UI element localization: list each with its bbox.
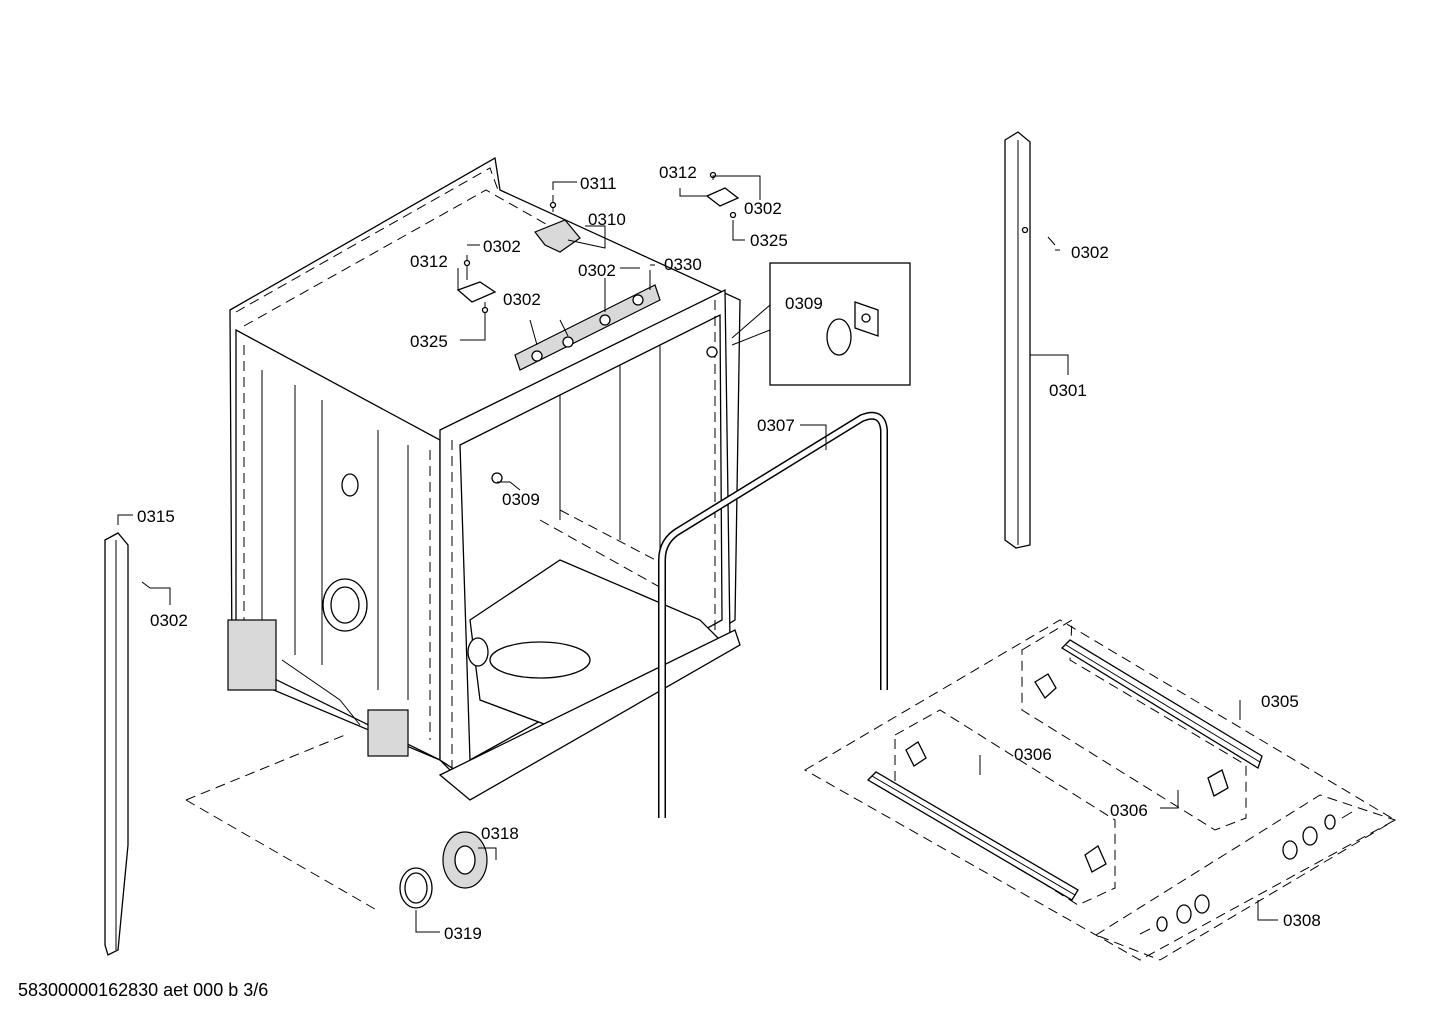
label-0302: 0302 — [744, 199, 782, 218]
label-0310: 0310 — [588, 210, 626, 229]
label-0309: 0309 — [502, 490, 540, 509]
label-0307: 0307 — [757, 416, 795, 435]
label-0325: 0325 — [750, 231, 788, 250]
side-strip-0301 — [1004, 131, 1056, 549]
hinge-assembly — [456, 171, 740, 318]
label-0325: 0325 — [410, 332, 448, 351]
label-0312: 0312 — [410, 252, 448, 271]
detail-box-0309 — [731, 262, 911, 386]
label-0319: 0319 — [444, 924, 482, 943]
label-0306: 0306 — [1110, 801, 1148, 820]
label-0308: 0308 — [1283, 911, 1321, 930]
label-0302: 0302 — [483, 237, 521, 256]
label-0302: 0302 — [150, 611, 188, 630]
label-0315: 0315 — [137, 507, 175, 526]
label-0306: 0306 — [1014, 745, 1052, 764]
label-0301: 0301 — [1049, 381, 1087, 400]
drain-parts — [185, 734, 488, 913]
label-0302: 0302 — [1071, 243, 1109, 262]
label-0318: 0318 — [481, 824, 519, 843]
side-strip-0315 — [104, 532, 151, 956]
document-reference: 58300000162830 aet 000 b 3/6 — [18, 980, 269, 1000]
dishwasher-tub — [227, 156, 741, 801]
label-0330: 0330 — [664, 255, 702, 274]
label-0309: 0309 — [785, 294, 823, 313]
door-seal-0307 — [658, 411, 888, 818]
leader-lines — [117, 175, 1278, 933]
label-0311: 0311 — [580, 174, 617, 193]
label-0302: 0302 — [578, 261, 616, 280]
part-labels: 0311 0310 0312 0302 0325 0312 0302 0325 … — [137, 163, 1321, 943]
label-0302: 0302 — [503, 290, 541, 309]
label-0312: 0312 — [659, 163, 697, 182]
label-0305: 0305 — [1261, 692, 1299, 711]
rail-kit — [804, 619, 1397, 961]
